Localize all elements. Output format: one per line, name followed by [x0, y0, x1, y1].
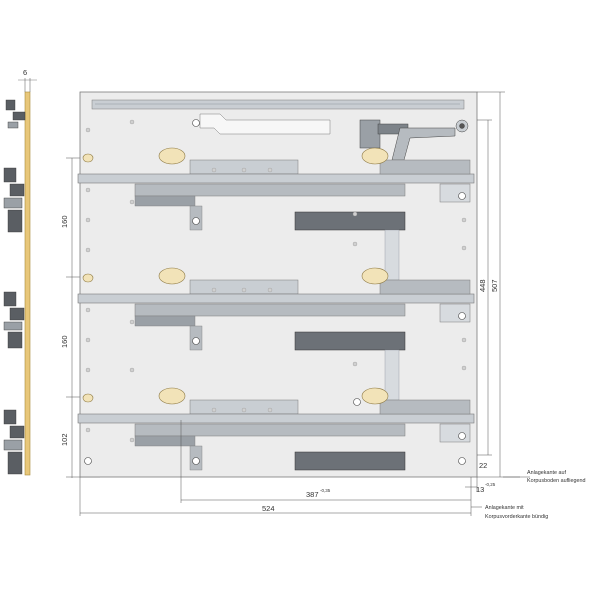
side-hardware-top — [5, 99, 26, 129]
side-hardware-runner-2 — [3, 291, 25, 349]
right-dimensions — [477, 91, 520, 478]
screws — [84, 119, 466, 465]
callout-leaders — [471, 476, 530, 508]
dim-offset-13-tol: -0,25 — [485, 482, 496, 487]
keyhole-slots — [82, 147, 389, 405]
note-bottom-line1: Anlagekante auf — [527, 470, 566, 476]
runner-3 — [77, 399, 475, 471]
side-hardware-runner-1 — [3, 167, 25, 233]
bottom-dimensions — [79, 420, 478, 516]
dim-height-inner: 448 — [478, 279, 487, 292]
dim-height-outer: 507 — [490, 279, 499, 292]
dim-length-387-tol: -0,35 — [320, 488, 331, 493]
dim-offset-13: 13 — [476, 485, 484, 494]
dim-spacing-2: 160 — [60, 335, 69, 348]
top-bracket — [359, 119, 469, 161]
runner-2 — [77, 279, 475, 401]
note-front-line1: Anlagekante mit — [485, 505, 524, 511]
note-front-line2: Korpusvorderkante bündig — [485, 514, 548, 520]
note-bottom-line2: Korpusboden aufliegend — [527, 478, 585, 484]
top-rail — [91, 99, 465, 135]
dim-length-387: 387 — [306, 490, 319, 499]
dim-length-524: 524 — [262, 504, 275, 513]
side-view: 6 — [3, 68, 37, 476]
system-holes — [85, 119, 467, 443]
dim-side-thickness: 6 — [23, 68, 27, 77]
side-panel-wood — [24, 91, 31, 476]
side-hardware-runner-3 — [3, 409, 25, 475]
dim-bottom-offset: 102 — [60, 433, 69, 446]
dim-offset-22: 22 — [479, 461, 487, 470]
dim-spacing-1: 160 — [60, 215, 69, 228]
